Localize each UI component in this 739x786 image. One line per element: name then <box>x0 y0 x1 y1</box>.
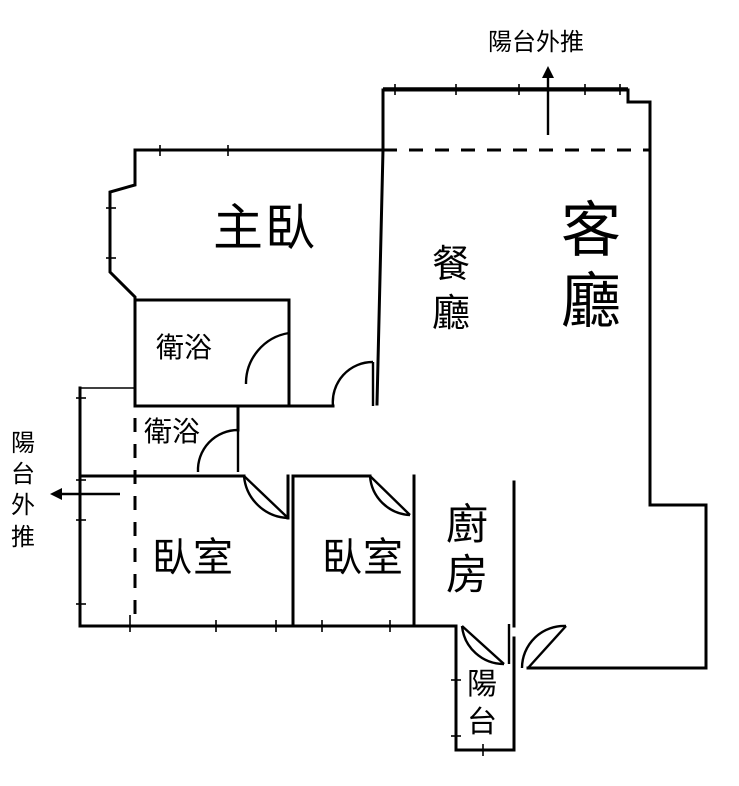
outer-walls <box>78 88 708 752</box>
interior-walls <box>78 148 516 628</box>
extension-left-char-2: 台 <box>11 460 35 489</box>
dining-room-char-1: 餐 <box>431 242 470 286</box>
balcony-extension-arrow-left <box>50 488 120 500</box>
room-label-balcony: 陽 台 <box>464 666 500 741</box>
room-label-bedroom-left: 臥室 <box>152 535 234 581</box>
extension-left-char-1: 陽 <box>11 429 35 457</box>
balcony-extension-arrow-top <box>542 66 554 135</box>
extension-left-char-4: 推 <box>11 522 35 551</box>
annotation-balcony-extension-top: 陽台外推 <box>488 28 584 56</box>
dining-room-char-2: 廳 <box>431 291 470 336</box>
wall-ticks <box>76 84 621 756</box>
dashed-balcony-lines <box>133 148 650 626</box>
doors <box>196 331 567 669</box>
extension-left-char-3: 外 <box>11 491 35 520</box>
living-room-char-1: 客 <box>561 196 621 266</box>
room-label-master-bedroom: 主臥 <box>213 199 317 257</box>
room-label-dining-room: 餐 廳 <box>426 240 476 339</box>
room-label-living-room: 客 廳 <box>556 196 626 338</box>
balcony-char-2: 台 <box>467 704 497 740</box>
window-lines <box>80 87 628 406</box>
kitchen-char-2: 房 <box>445 550 488 600</box>
room-label-bathroom-lower: 衛浴 <box>144 415 201 448</box>
balcony-char-1: 陽 <box>467 667 497 702</box>
kitchen-char-1: 廚 <box>445 500 488 549</box>
room-label-bathroom-upper: 衛浴 <box>156 331 213 364</box>
room-label-bedroom-middle: 臥室 <box>322 535 404 581</box>
living-room-char-2: 廳 <box>561 266 621 337</box>
room-label-kitchen: 廚 房 <box>442 500 492 601</box>
annotation-balcony-extension-left: 陽 台 外 推 <box>8 428 38 553</box>
